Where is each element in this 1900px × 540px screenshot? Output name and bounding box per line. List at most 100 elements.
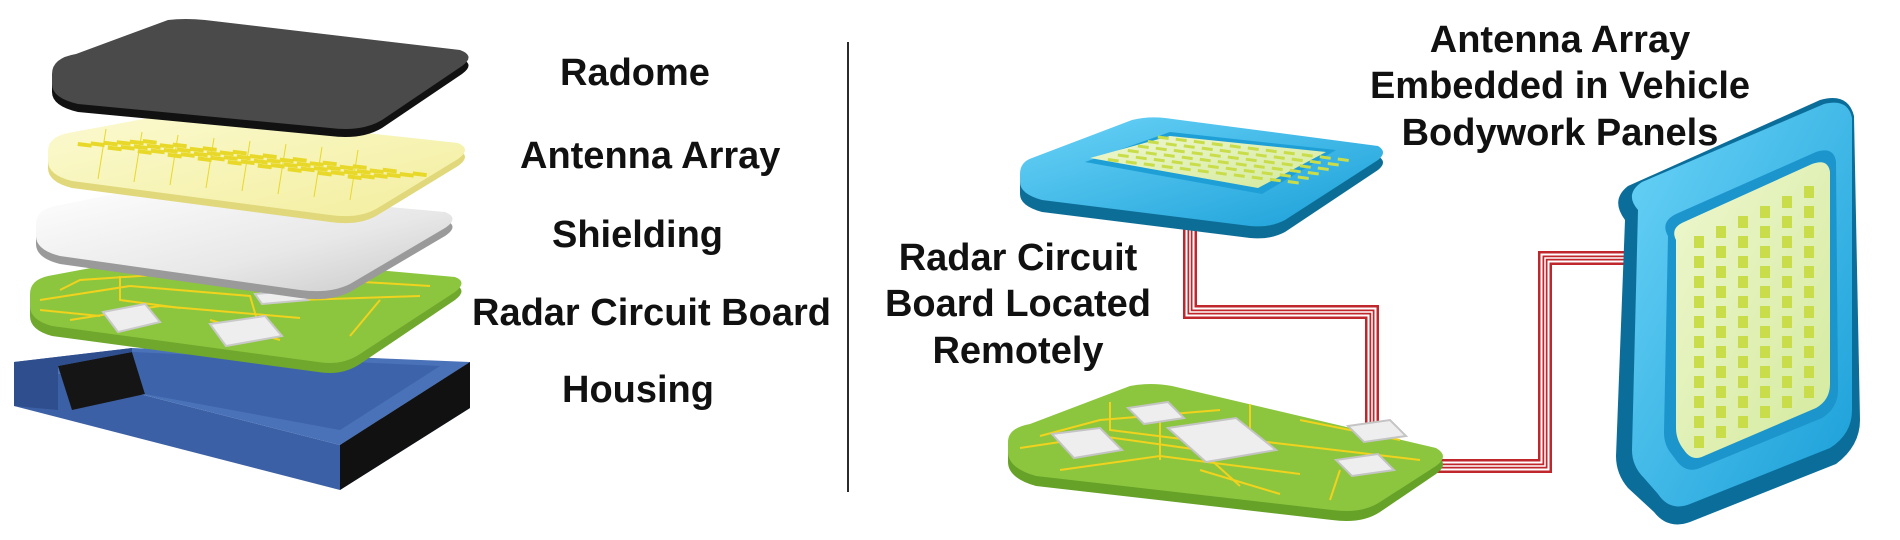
antenna-element — [1165, 142, 1177, 147]
antenna-element — [1253, 164, 1265, 169]
antenna-element — [1235, 162, 1247, 167]
antenna-element — [202, 146, 217, 152]
antenna-element — [1145, 151, 1157, 156]
antenna-element — [1147, 140, 1159, 145]
antenna-element — [1225, 166, 1237, 172]
antenna-element — [1694, 376, 1704, 388]
antenna-element — [1760, 246, 1770, 258]
antenna-element — [412, 171, 427, 178]
antenna-element — [116, 140, 131, 146]
antenna-element — [1181, 155, 1193, 161]
antenna-element — [142, 139, 157, 145]
antenna-element — [270, 162, 285, 169]
antenna-element — [1804, 246, 1814, 258]
antenna-element — [1694, 356, 1704, 368]
antenna-element — [1245, 157, 1257, 163]
antenna-element — [1738, 256, 1748, 268]
antenna-element — [197, 156, 212, 163]
label-embedded-panel-line1: Antenna Array — [1429, 19, 1691, 61]
antenna-element — [1694, 436, 1704, 448]
antenna-element — [1297, 175, 1309, 181]
label-remote-board-line3: Remotely — [932, 329, 1104, 372]
antenna-element — [1135, 155, 1147, 161]
cable-bundle-side — [1390, 251, 1632, 473]
antenna-element — [1153, 157, 1165, 163]
antenna-element — [1716, 386, 1726, 398]
antenna-element — [1738, 276, 1748, 288]
antenna-element — [356, 169, 371, 175]
antenna-element — [1716, 246, 1726, 258]
antenna-element — [1227, 155, 1239, 161]
antenna-grid-line — [205, 137, 215, 189]
antenna-element — [1193, 139, 1205, 145]
label-embedded-panel-line2: Embedded in Vehicle — [1369, 65, 1751, 108]
antenna-element — [1273, 155, 1285, 160]
antenna-element — [296, 161, 311, 168]
antenna-element — [1279, 173, 1291, 178]
antenna-element — [159, 143, 174, 149]
antenna-element — [1309, 159, 1321, 165]
antenna-element — [1694, 396, 1704, 408]
antenna-element — [300, 166, 315, 173]
antenna-element — [1804, 366, 1814, 378]
antenna-grid-line — [97, 128, 107, 180]
antenna-element — [1255, 153, 1267, 158]
antenna-element — [1191, 151, 1203, 156]
antenna-element — [1137, 144, 1149, 150]
antenna-element — [1219, 148, 1231, 154]
antenna-element — [1233, 173, 1245, 178]
antenna-element — [287, 167, 302, 173]
antenna-element — [1197, 169, 1209, 174]
antenna-element — [1299, 164, 1311, 169]
antenna-element — [1201, 146, 1213, 152]
antenna-element — [133, 144, 148, 151]
antenna-element — [1738, 216, 1748, 228]
antenna-element — [1317, 166, 1329, 172]
antenna-element — [1760, 226, 1770, 238]
antenna-element — [1716, 406, 1726, 418]
antenna-element — [1804, 346, 1814, 358]
antenna-element — [1716, 346, 1726, 358]
antenna-element — [1804, 306, 1814, 318]
antenna-element — [1738, 376, 1748, 388]
antenna-element — [1281, 162, 1293, 167]
antenna-element — [1716, 306, 1726, 318]
antenna-element — [107, 145, 122, 152]
antenna-element — [1287, 180, 1299, 185]
antenna-element — [1207, 164, 1219, 170]
antenna-elements — [77, 128, 427, 201]
label-radar-circuit-board: Radar Circuit Board — [472, 292, 831, 334]
antenna-element — [1251, 175, 1263, 181]
antenna-element — [1179, 166, 1191, 172]
antenna-element — [352, 164, 367, 170]
antenna-element — [1301, 153, 1313, 158]
antenna-array-layer — [48, 114, 465, 224]
antenna-element — [1738, 416, 1748, 428]
antenna-element — [1782, 396, 1792, 408]
label-remote-board-line2: Board Located — [884, 283, 1152, 326]
antenna-element — [1782, 356, 1792, 368]
antenna-element — [223, 155, 238, 161]
antenna-element — [1127, 149, 1139, 154]
antenna-grid-line — [277, 143, 287, 195]
antenna-element — [1804, 206, 1814, 218]
antenna-element — [1716, 426, 1726, 438]
antenna-element — [1804, 186, 1814, 198]
antenna-element — [1209, 153, 1221, 158]
antenna-element — [369, 168, 384, 175]
remote-circuit-board — [1008, 384, 1443, 521]
radome-layer — [52, 19, 469, 137]
antenna-element — [1738, 396, 1748, 408]
antenna-element — [1782, 216, 1792, 228]
antenna-element — [1263, 159, 1275, 165]
antenna-element — [1782, 236, 1792, 248]
antenna-element — [227, 159, 242, 166]
antenna-element — [1237, 151, 1249, 156]
antenna-element — [1738, 236, 1748, 248]
antenna-element — [373, 173, 388, 179]
antenna-elements-panel — [1694, 186, 1814, 448]
antenna-element — [120, 144, 135, 151]
antenna-element — [137, 149, 152, 155]
antenna-element — [1738, 356, 1748, 368]
